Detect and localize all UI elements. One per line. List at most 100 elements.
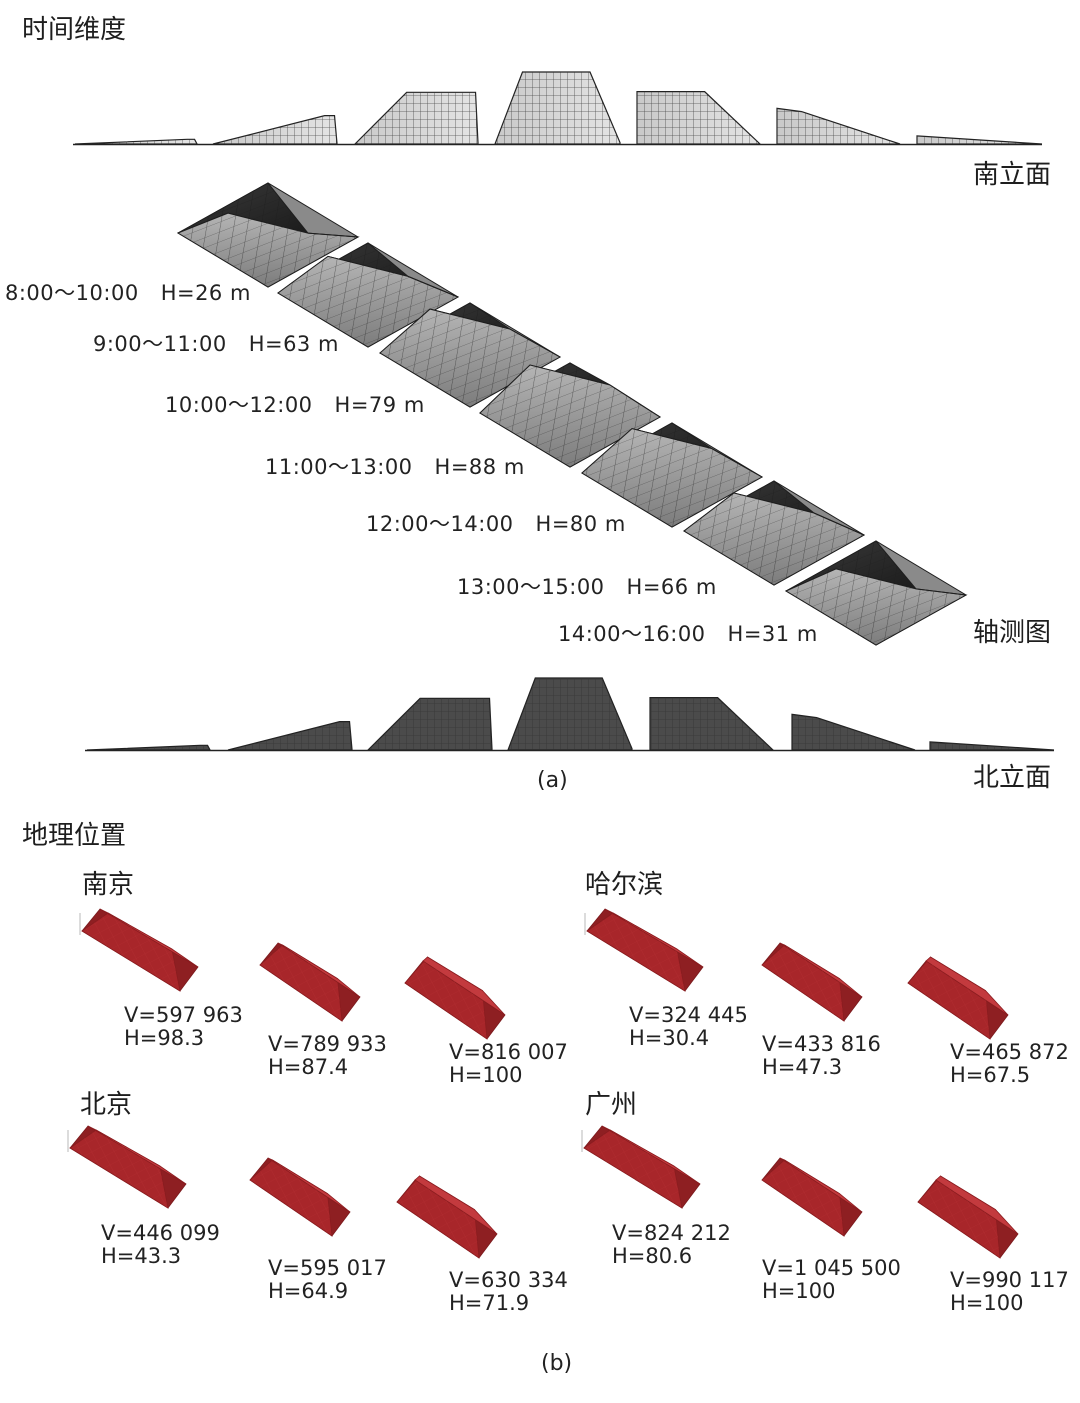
envelope-mesh <box>908 957 990 1039</box>
volume-value: V=1 045 500 <box>762 1256 901 1280</box>
envelope-mesh <box>250 1160 332 1236</box>
slab-edge <box>915 588 967 596</box>
city-name-guangzhou: 广州 <box>585 1090 638 1120</box>
profile-mesh <box>650 697 773 750</box>
time-range: 14:00～16:00 <box>558 622 706 646</box>
envelope-model <box>581 1125 701 1209</box>
volume-value: V=630 334 <box>449 1268 568 1292</box>
slab-dark-mesh <box>480 363 610 413</box>
envelope-model <box>249 1157 351 1237</box>
caption-a: (a) <box>537 768 568 793</box>
label-south-elevation: 南立面 <box>973 160 1052 190</box>
volume-value: V=595 017 <box>268 1256 387 1280</box>
north-profile <box>649 697 775 751</box>
profile-mesh <box>495 72 620 144</box>
envelope-model <box>67 1125 187 1209</box>
volume-value: V=597 963 <box>124 1003 243 1027</box>
height-value: H=67.5 <box>950 1063 1031 1087</box>
axonometric-slab <box>277 242 460 348</box>
north-profile <box>366 697 493 751</box>
slab-edge <box>307 232 359 238</box>
slab-edge <box>711 448 763 478</box>
envelope-mesh <box>584 1130 682 1208</box>
profile-mesh <box>917 135 1042 144</box>
label-axonometric: 轴测图 <box>973 618 1052 648</box>
slab-edge <box>813 512 865 536</box>
axonometric-slab <box>479 362 661 468</box>
time-range: 9:00～11:00 <box>93 332 227 356</box>
volume-value: V=465 872 <box>950 1040 1069 1064</box>
height-value: H=64.9 <box>268 1279 349 1303</box>
slab-light-mesh <box>684 493 864 585</box>
axonometric-slab <box>379 302 562 408</box>
volume-value: V=990 117 <box>950 1268 1069 1292</box>
north-profile <box>791 713 916 751</box>
height-value: H=100 <box>950 1291 1024 1315</box>
volume-value: V=789 933 <box>268 1032 387 1056</box>
section-title-time: 时间维度 <box>22 15 127 45</box>
height-value: H=100 <box>762 1279 836 1303</box>
slab-light-mesh <box>380 309 560 407</box>
city-name-nanjing: 南京 <box>82 870 135 900</box>
height-value: H=43.3 <box>101 1244 182 1268</box>
north-profile <box>227 721 353 751</box>
envelope-model <box>259 942 361 1022</box>
profile-mesh <box>368 698 492 750</box>
volume-value: V=324 445 <box>629 1003 748 1027</box>
south-profile <box>74 138 198 145</box>
profile-mesh <box>355 92 478 144</box>
envelope-model <box>761 942 863 1022</box>
profile-mesh <box>75 139 197 144</box>
height-value: H=87.4 <box>268 1055 349 1079</box>
north-profile <box>507 677 633 751</box>
envelope-model <box>907 956 1009 1040</box>
envelope-model <box>396 1175 498 1259</box>
slab-light-mesh <box>178 213 358 287</box>
south-profile <box>212 115 338 145</box>
south-profile <box>636 91 762 145</box>
height-value: H=98.3 <box>124 1026 205 1050</box>
axonometric-row <box>176 182 968 646</box>
slab-light-mesh <box>582 428 762 527</box>
slab-light-mesh <box>786 568 966 645</box>
envelope-model <box>917 1175 1019 1259</box>
slab-dark-mesh <box>684 481 814 531</box>
height-value: H=80.6 <box>612 1244 693 1268</box>
time-range: 12:00～14:00 <box>366 512 514 536</box>
volume-value: V=433 816 <box>762 1032 881 1056</box>
time-range: 10:00～12:00 <box>165 393 313 417</box>
envelope-mesh <box>405 957 487 1039</box>
envelope-model <box>761 1157 863 1237</box>
time-label: 10:00～12:00 H=79 m <box>165 389 425 419</box>
envelope-mesh <box>918 1176 1000 1258</box>
axonometric-slab <box>176 182 360 288</box>
slab-light-mesh <box>480 365 660 467</box>
envelope-mesh <box>260 945 342 1021</box>
label-north-elevation: 北立面 <box>973 763 1052 793</box>
profile-mesh <box>792 714 915 750</box>
envelope-model <box>584 908 704 992</box>
slab-dark-mesh <box>278 243 408 293</box>
profile-mesh <box>777 108 900 144</box>
north-elevation-row <box>85 677 1055 752</box>
north-profile <box>929 741 1055 751</box>
south-profile <box>494 71 621 145</box>
envelope-mesh <box>587 913 685 991</box>
height-value: H=79 m <box>334 393 425 417</box>
city-models <box>67 908 1019 1259</box>
envelope-mesh <box>82 913 180 991</box>
south-profile <box>776 107 901 145</box>
slab-edge <box>407 275 459 298</box>
time-range: 11:00～13:00 <box>265 455 413 479</box>
envelope-model <box>404 956 506 1040</box>
